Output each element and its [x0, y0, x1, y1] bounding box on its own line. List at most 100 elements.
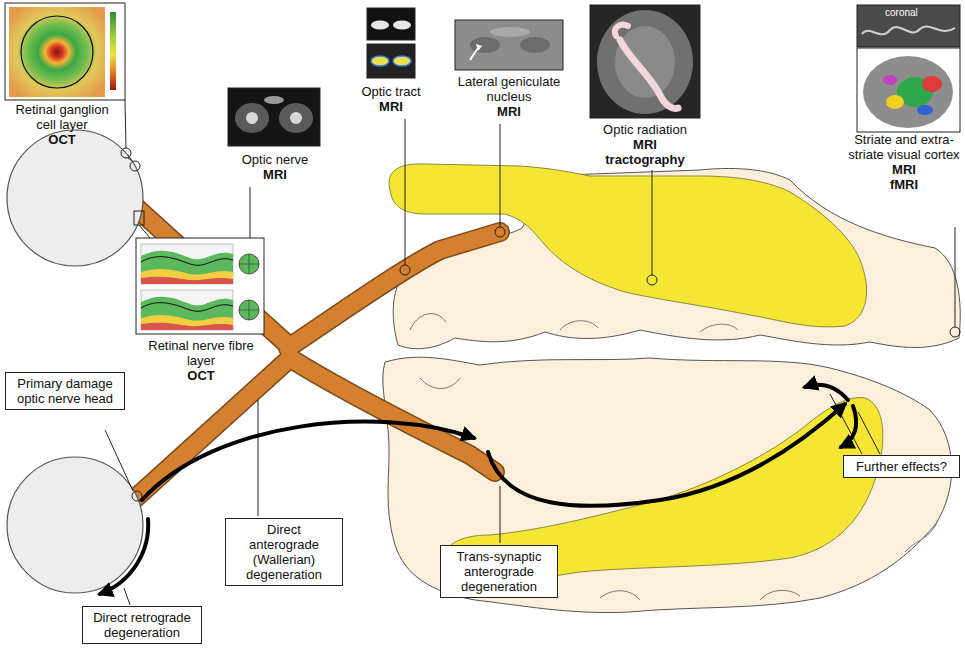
method-text: MRI: [225, 167, 325, 182]
cortex-images: [922, 76, 942, 92]
leader-line: [134, 211, 144, 225]
oct-rnfl-plot: [141, 244, 233, 284]
optic-pathway: [288, 232, 500, 348]
cortex-images: [857, 5, 960, 132]
oct-ganglion-map: [5, 3, 125, 100]
process-box: Direct retrograde degeneration: [82, 606, 202, 644]
leader-line: [500, 486, 501, 543]
cortex-images: [857, 5, 960, 47]
oct-rnfl-plot: [141, 323, 233, 330]
method-text: MRI: [848, 162, 960, 177]
brain-hemisphere: [383, 357, 952, 612]
mri-lgn: [520, 37, 550, 53]
oct-ganglion-map: [9, 7, 105, 97]
oct-rnfl-plot: [141, 251, 233, 284]
mri-optic-tract: [371, 56, 389, 66]
mri-tractography: [590, 5, 700, 118]
eyeball: [7, 130, 143, 266]
oct-rnfl-plot: [239, 254, 259, 274]
degeneration-arrow: [805, 385, 848, 400]
mri-tractography: [615, 26, 675, 98]
cortex-images: [886, 95, 904, 109]
oct-ganglion-map: [21, 16, 93, 88]
optic-pathway: [128, 200, 500, 505]
node-text: Further effects?: [849, 459, 954, 474]
mri-optic-nerve: [279, 103, 313, 133]
mri-lgn: [476, 44, 482, 51]
mri-tractography: [615, 25, 628, 36]
degeneration-arrow: [142, 422, 474, 500]
leader-line: [105, 430, 133, 491]
oct-rnfl-plot: [141, 303, 233, 312]
leader-line: [124, 588, 130, 605]
mri-lgn: [455, 20, 563, 70]
method-text: fMRI: [848, 177, 960, 192]
optic-pathway: [128, 200, 500, 505]
oct-rnfl-plot: [141, 315, 233, 330]
image-caption: coronal: [885, 7, 918, 18]
node-text: Direct anterograde (Wallerian) degenerat…: [231, 522, 337, 582]
process-box: Primary damage optic nerve head: [5, 372, 125, 410]
process-box: Direct anterograde (Wallerian) degenerat…: [225, 518, 343, 586]
node-text: Direct retrograde degeneration: [88, 610, 196, 640]
oct-rnfl-plot: [141, 269, 233, 284]
node-text: Primary damage optic nerve head: [11, 376, 119, 406]
mri-optic-tract: [393, 56, 411, 66]
degeneration-arrow: [841, 406, 856, 447]
method-text: tractography: [585, 152, 705, 167]
mri-optic-tract: [367, 44, 415, 78]
mri-optic-tract: [393, 21, 411, 30]
oct-rnfl-plot: [136, 238, 264, 334]
degeneration-arrow: [100, 385, 856, 594]
cortex-images: [883, 75, 897, 85]
optic-pathway: [290, 358, 495, 472]
leader-line: [121, 148, 131, 158]
node-text: Lateral geniculate nucleus: [450, 74, 568, 104]
leader-line: [495, 227, 505, 237]
node-text: Striate and extra-striate visual cortex: [848, 132, 960, 162]
degeneration-arrow: [488, 404, 845, 506]
oct-rnfl-plot: [141, 277, 233, 284]
optic-pathway: [290, 358, 495, 472]
leader-line: [955, 227, 956, 327]
callout-label: Optic nerveMRI: [225, 152, 325, 182]
mri-optic-tract: [367, 8, 415, 40]
mri-optic-nerve: [235, 103, 269, 133]
oct-ganglion-map: [5, 3, 125, 100]
leader-line: [139, 225, 150, 238]
leader-line: [128, 158, 132, 161]
node-text: Optic radiation: [585, 122, 705, 137]
leader-line: [258, 400, 259, 516]
mri-optic-nerve: [228, 88, 320, 146]
cortex-images: [917, 105, 933, 115]
method-text: OCT: [4, 132, 120, 147]
mri-optic-nerve: [228, 88, 320, 146]
method-text: MRI: [351, 99, 431, 114]
oct-ganglion-map: [110, 12, 116, 90]
oct-rnfl-plot: [141, 257, 233, 266]
oct-rnfl-plot: [141, 290, 233, 330]
mri-lgn: [490, 27, 530, 37]
leader-line: [130, 161, 140, 171]
optic-pathway: [128, 200, 288, 345]
node-text: Optic tract: [351, 84, 431, 99]
leader-line: [647, 275, 657, 285]
optic-pathway: [288, 232, 500, 348]
eyeball: [7, 130, 143, 593]
callout-label: Lateral geniculate nucleusMRI: [450, 74, 568, 119]
callout-label: Optic tractMRI: [351, 84, 431, 114]
cortex-images: [857, 48, 960, 132]
leader-line: [125, 100, 126, 148]
mri-tractography: [590, 5, 700, 118]
degeneration-arrow: [100, 519, 148, 594]
callout-label: Optic radiationMRItractography: [585, 122, 705, 167]
mri-optic-tract: [367, 8, 415, 78]
callout-label: Striate and extra-striate visual cortexM…: [848, 132, 960, 192]
oct-rnfl-plot: [239, 254, 259, 274]
node-text: Retinal ganglion cell layer: [4, 102, 120, 132]
mri-optic-nerve: [264, 96, 284, 104]
optic-pathway: [128, 200, 288, 345]
process-box: Trans-synaptic anterograde degeneration: [440, 545, 558, 598]
